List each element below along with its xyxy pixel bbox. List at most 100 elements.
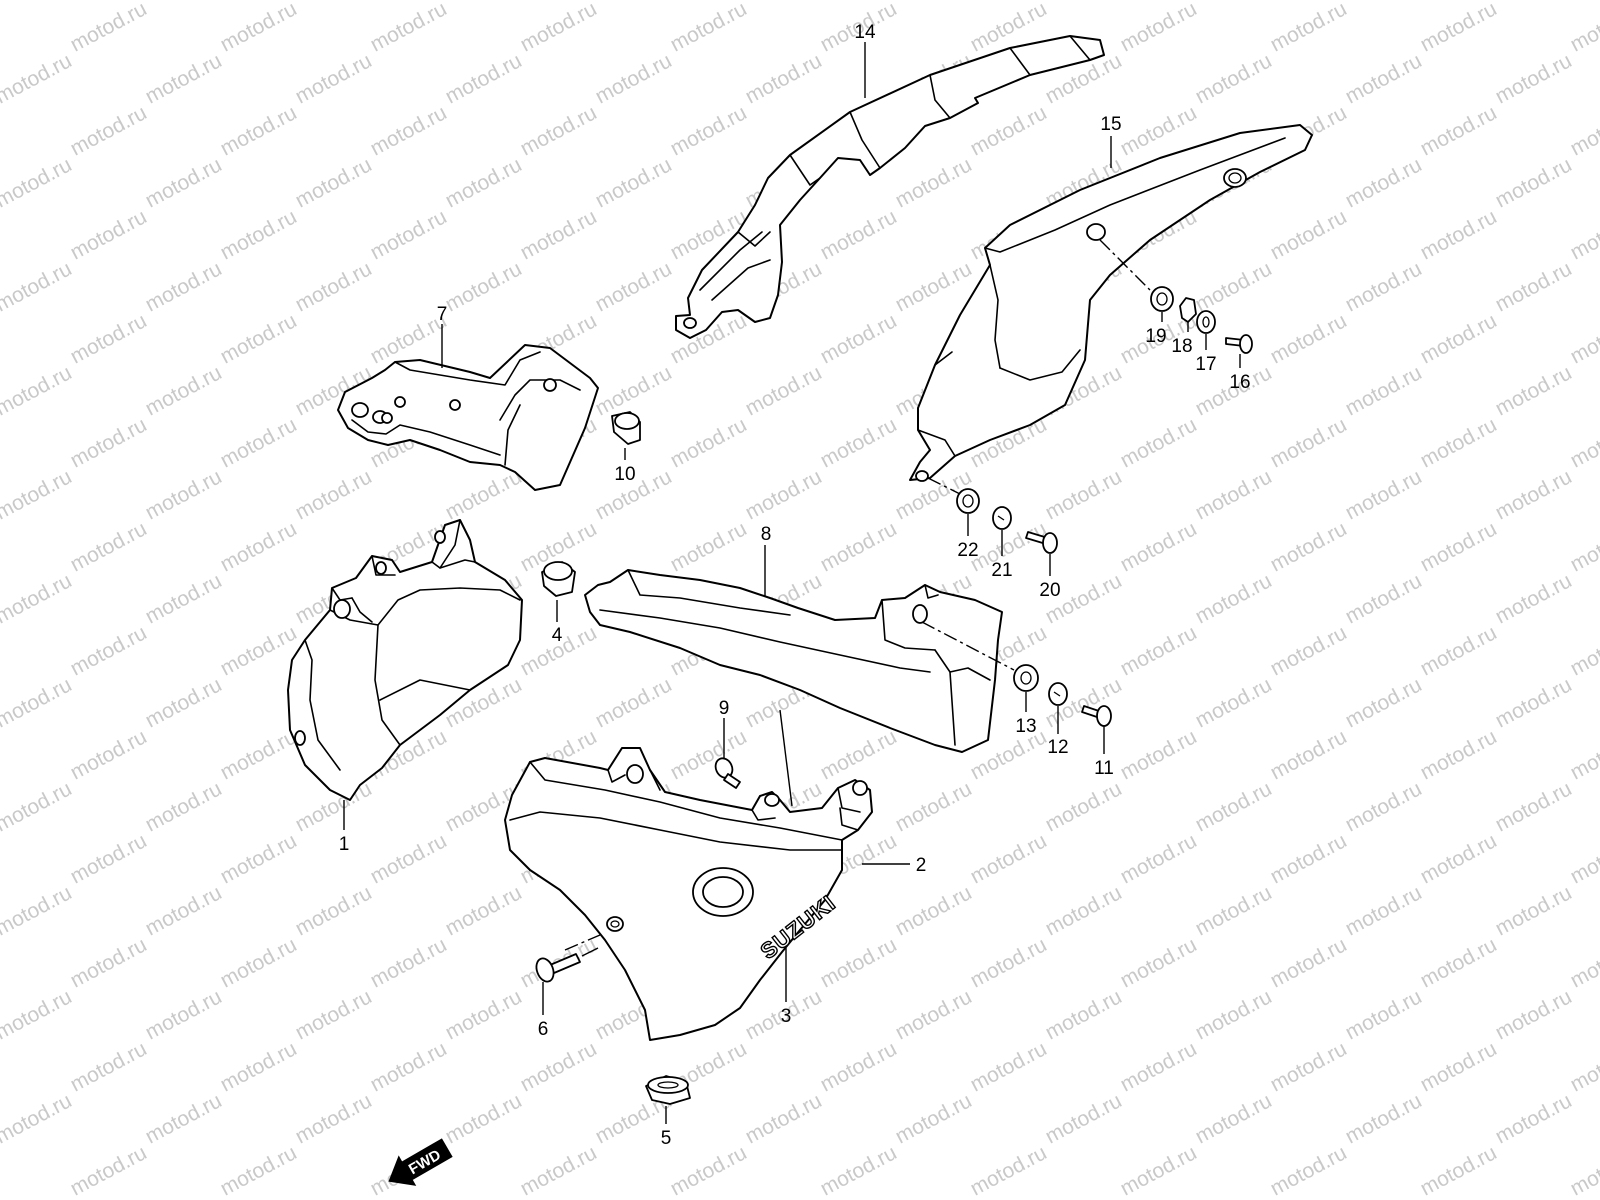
watermark-text: motod.ru <box>517 101 601 160</box>
watermark-text: motod.ru <box>0 1037 1 1096</box>
part-2-lower-side-cover <box>504 747 873 1041</box>
watermark-text: motod.ru <box>817 517 901 576</box>
watermark-text: motod.ru <box>1492 1089 1576 1148</box>
watermark-text: motod.ru <box>442 49 526 108</box>
watermark-text: motod.ru <box>1417 205 1501 264</box>
watermark-text: motod.ru <box>1117 829 1201 888</box>
watermark-text: motod.ru <box>142 673 226 732</box>
watermark-text: motod.ru <box>1492 881 1576 940</box>
watermark-text: motod.ru <box>142 881 226 940</box>
watermark-text: motod.ru <box>1492 673 1576 732</box>
watermark-text: motod.ru <box>292 881 376 940</box>
callout-9: 9 <box>719 698 730 719</box>
watermark-text: motod.ru <box>892 257 976 316</box>
watermark-text: motod.ru <box>292 465 376 524</box>
watermark-text: motod.ru <box>1492 569 1576 628</box>
watermark-text: motod.ru <box>1192 673 1276 732</box>
part-19-grommet <box>1150 286 1174 312</box>
callout-5: 5 <box>661 1128 672 1149</box>
fwd-arrow-icon <box>388 1138 453 1186</box>
watermark-text: motod.ru <box>742 0 826 4</box>
part-22-grommet <box>956 488 980 514</box>
watermark-text: motod.ru <box>367 101 451 160</box>
watermark-text: motod.ru <box>67 933 151 992</box>
watermark-text: motod.ru <box>217 517 301 576</box>
watermark-text: motod.ru <box>1342 1089 1426 1148</box>
callout-8: 8 <box>761 524 772 545</box>
watermark-text: motod.ru <box>367 933 451 992</box>
watermark-text: motod.ru <box>1492 153 1576 212</box>
watermark-text: motod.ru <box>1492 257 1576 316</box>
watermark-text: motod.ru <box>1117 1141 1201 1200</box>
watermark-text: motod.ru <box>967 1037 1051 1096</box>
watermark-text: motod.ru <box>1042 465 1126 524</box>
watermark-text: motod.ru <box>1267 725 1351 784</box>
watermark-text: motod.ru <box>1042 881 1126 940</box>
watermark-text: motod.ru <box>0 205 1 264</box>
watermark-text: motod.ru <box>292 153 376 212</box>
watermark-text: motod.ru <box>142 569 226 628</box>
watermark-text: motod.ru <box>142 257 226 316</box>
watermark-text: motod.ru <box>592 673 676 732</box>
watermark-text: motod.ru <box>442 257 526 316</box>
watermark-text: motod.ru <box>817 933 901 992</box>
watermark-text: motod.ru <box>442 985 526 1044</box>
watermark-text: motod.ru <box>1567 1141 1600 1200</box>
watermark-text: motod.ru <box>217 413 301 472</box>
watermark-text: motod.ru <box>742 465 826 524</box>
watermark-text: motod.ru <box>1042 0 1126 4</box>
part-5-grommet <box>645 1075 691 1105</box>
watermark-text: motod.ru <box>1267 0 1351 56</box>
callout-18: 18 <box>1171 336 1192 357</box>
watermark-text: motod.ru <box>817 1141 901 1200</box>
watermark-text: motod.ru <box>1192 569 1276 628</box>
watermark-text: motod.ru <box>142 49 226 108</box>
callout-11: 11 <box>1094 758 1114 779</box>
watermark-text: motod.ru <box>217 101 301 160</box>
watermark-text: motod.ru <box>1192 985 1276 1044</box>
watermark-text: motod.ru <box>517 1037 601 1096</box>
watermark-text: motod.ru <box>742 361 826 420</box>
watermark-text: motod.ru <box>817 725 901 784</box>
watermark-text: motod.ru <box>0 413 1 472</box>
watermark-text: motod.ru <box>667 101 751 160</box>
part-18-collar <box>1179 297 1197 323</box>
watermark-text: motod.ru <box>1417 517 1501 576</box>
watermark-text: motod.ru <box>67 309 151 368</box>
watermark-text: motod.ru <box>1567 829 1600 888</box>
watermark-text: motod.ru <box>0 725 1 784</box>
watermark-text: motod.ru <box>67 517 151 576</box>
watermark-text: motod.ru <box>892 1089 976 1148</box>
watermark-text: motod.ru <box>1192 0 1276 4</box>
watermark-text: motod.ru <box>1192 465 1276 524</box>
watermark-text: motod.ru <box>0 673 76 732</box>
watermark-text: motod.ru <box>1567 0 1600 56</box>
part-6-screw <box>535 947 599 983</box>
hardware-upper-right <box>1150 286 1253 354</box>
part-13-grommet <box>1013 664 1039 692</box>
watermark-text: motod.ru <box>1492 49 1576 108</box>
watermark-text: motod.ru <box>1567 101 1600 160</box>
watermark-text: motod.ru <box>142 153 226 212</box>
watermark-text: motod.ru <box>1117 1037 1201 1096</box>
watermark-text: motod.ru <box>142 465 226 524</box>
callout-2: 2 <box>916 855 927 876</box>
hardware-lower-right <box>1013 664 1112 727</box>
watermark-text: motod.ru <box>592 49 676 108</box>
part-16-bolt <box>1225 334 1253 354</box>
watermark-text: motod.ru <box>892 153 976 212</box>
callout-6: 6 <box>538 1019 549 1040</box>
part-20-bolt <box>1025 531 1058 554</box>
watermark-text: motod.ru <box>1042 777 1126 836</box>
watermark-text: motod.ru <box>67 101 151 160</box>
watermark-text: motod.ru <box>1567 517 1600 576</box>
watermark-text: motod.ru <box>1267 933 1351 992</box>
part-15-rear-side-cowl <box>909 124 1313 482</box>
watermark-text: motod.ru <box>0 361 76 420</box>
watermark-text: motod.ru <box>892 985 976 1044</box>
watermark-text: motod.ru <box>1417 829 1501 888</box>
watermark-text: motod.ru <box>367 1037 451 1096</box>
watermark-text: motod.ru <box>1342 985 1426 1044</box>
watermark-text: motod.ru <box>0 881 76 940</box>
part-14-upper-cowl <box>675 35 1105 339</box>
